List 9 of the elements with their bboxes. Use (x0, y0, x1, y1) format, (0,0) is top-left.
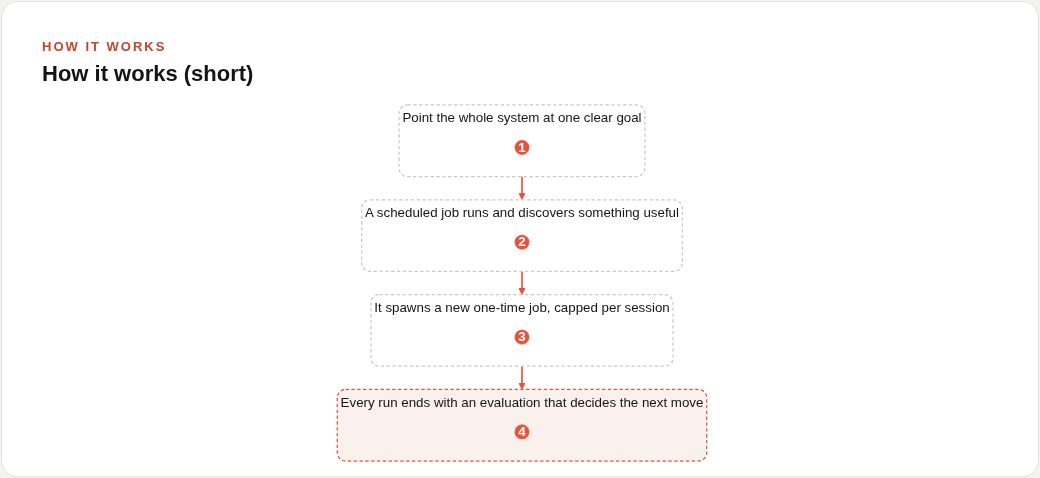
node-circle: 3 (514, 329, 530, 345)
section-kicker: HOW IT WORKS (42, 39, 167, 55)
arrow (518, 175, 526, 201)
diagram-title: How it works (short) (42, 60, 254, 88)
node-circle: 1 (514, 139, 530, 155)
node-circle: 4 (514, 424, 530, 440)
node-circle: 2 (514, 234, 530, 250)
arrow (518, 365, 526, 390)
arrow (518, 270, 526, 295)
